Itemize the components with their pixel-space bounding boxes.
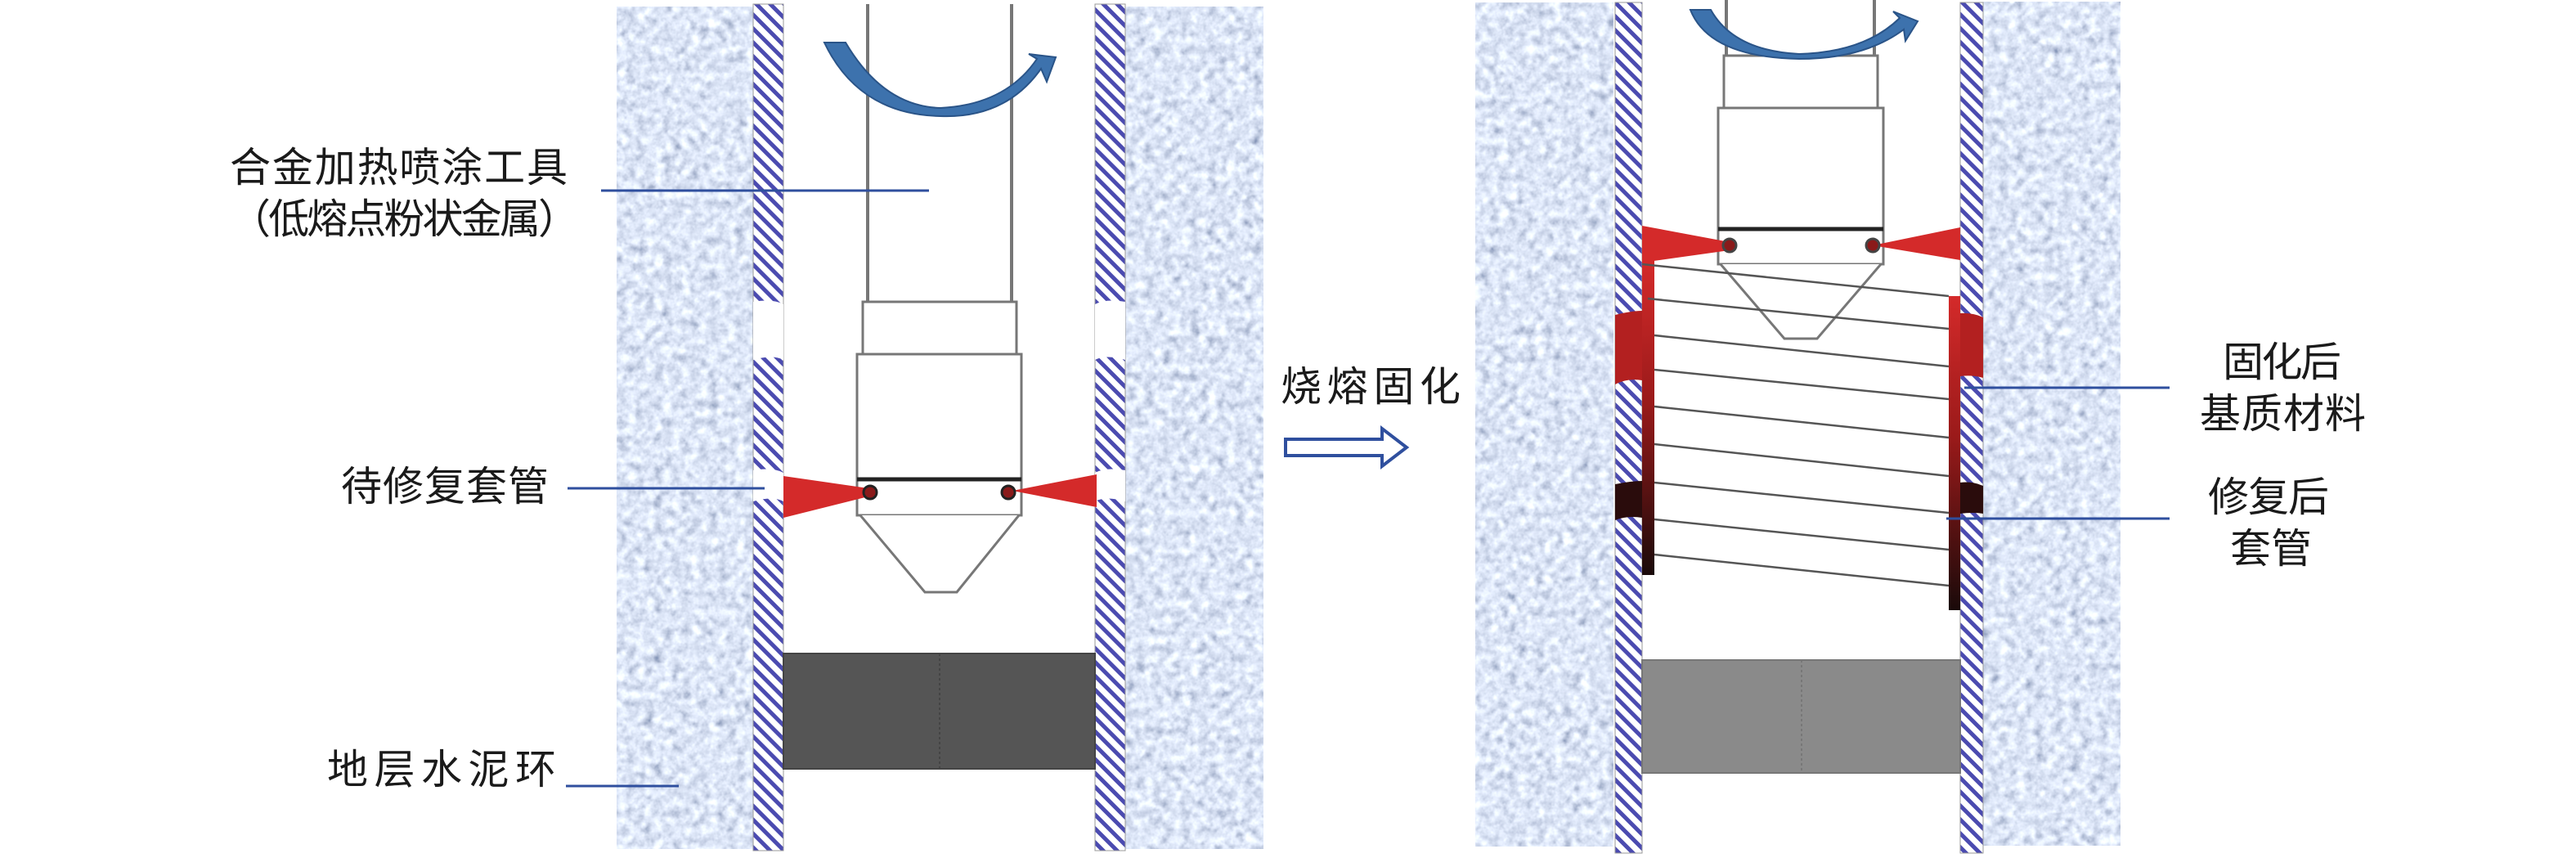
cement-ring-right (1124, 5, 1265, 851)
spray-jet-right-after (1873, 227, 1960, 260)
cement-ring-right-after (1981, 0, 2122, 847)
process-label: 烧熔固化 (1281, 363, 1461, 411)
nozzle-right (1000, 484, 1016, 501)
solidified-matrix-left (1615, 260, 1654, 575)
bridge-plug-light (1641, 659, 1961, 774)
casing-wall-right-after (1959, 2, 1984, 854)
after-repair-panel (1474, 0, 2122, 854)
matrix-label-line2: 基质材料 (2200, 390, 2366, 438)
casing-to-repair-label: 待修复套管 (341, 463, 549, 510)
matrix-label-line1: 固化后 (2223, 339, 2341, 386)
repaired-casing-spiral (1641, 263, 1950, 587)
casing-wall-left (752, 3, 784, 851)
cement-ring-left-after (1474, 1, 1615, 848)
solidified-matrix-right (1949, 296, 1983, 610)
spray-jet-left-after (1642, 226, 1730, 263)
bridge-plug-dark (783, 653, 1096, 770)
repaired-casing-label-line2: 套管 (2230, 525, 2312, 573)
spray-jet-left (783, 476, 868, 518)
casing-wall-right (1094, 3, 1126, 851)
nozzle-left (862, 484, 878, 501)
tool-label-line2: （低熔点粉状金属） (230, 195, 579, 243)
repaired-casing-label-line1: 修复后 (2208, 474, 2329, 521)
cement-ring-left (615, 5, 755, 851)
cement-ring-label: 地层水泥环 (327, 746, 556, 793)
process-arrow-icon (1284, 425, 1410, 470)
rotation-arrow-icon (823, 42, 1057, 118)
nozzle-left-after (1721, 237, 1738, 254)
rotation-arrow-icon-after (1689, 9, 1919, 61)
spray-jet-right (1012, 474, 1097, 507)
before-repair-panel (615, 3, 1265, 851)
nozzle-right-after (1865, 237, 1881, 254)
spraying-tool-after (1717, 0, 1885, 340)
casing-wall-left-after (1614, 2, 1643, 854)
tool-label-line1: 合金加热喷涂工具 (230, 144, 568, 191)
